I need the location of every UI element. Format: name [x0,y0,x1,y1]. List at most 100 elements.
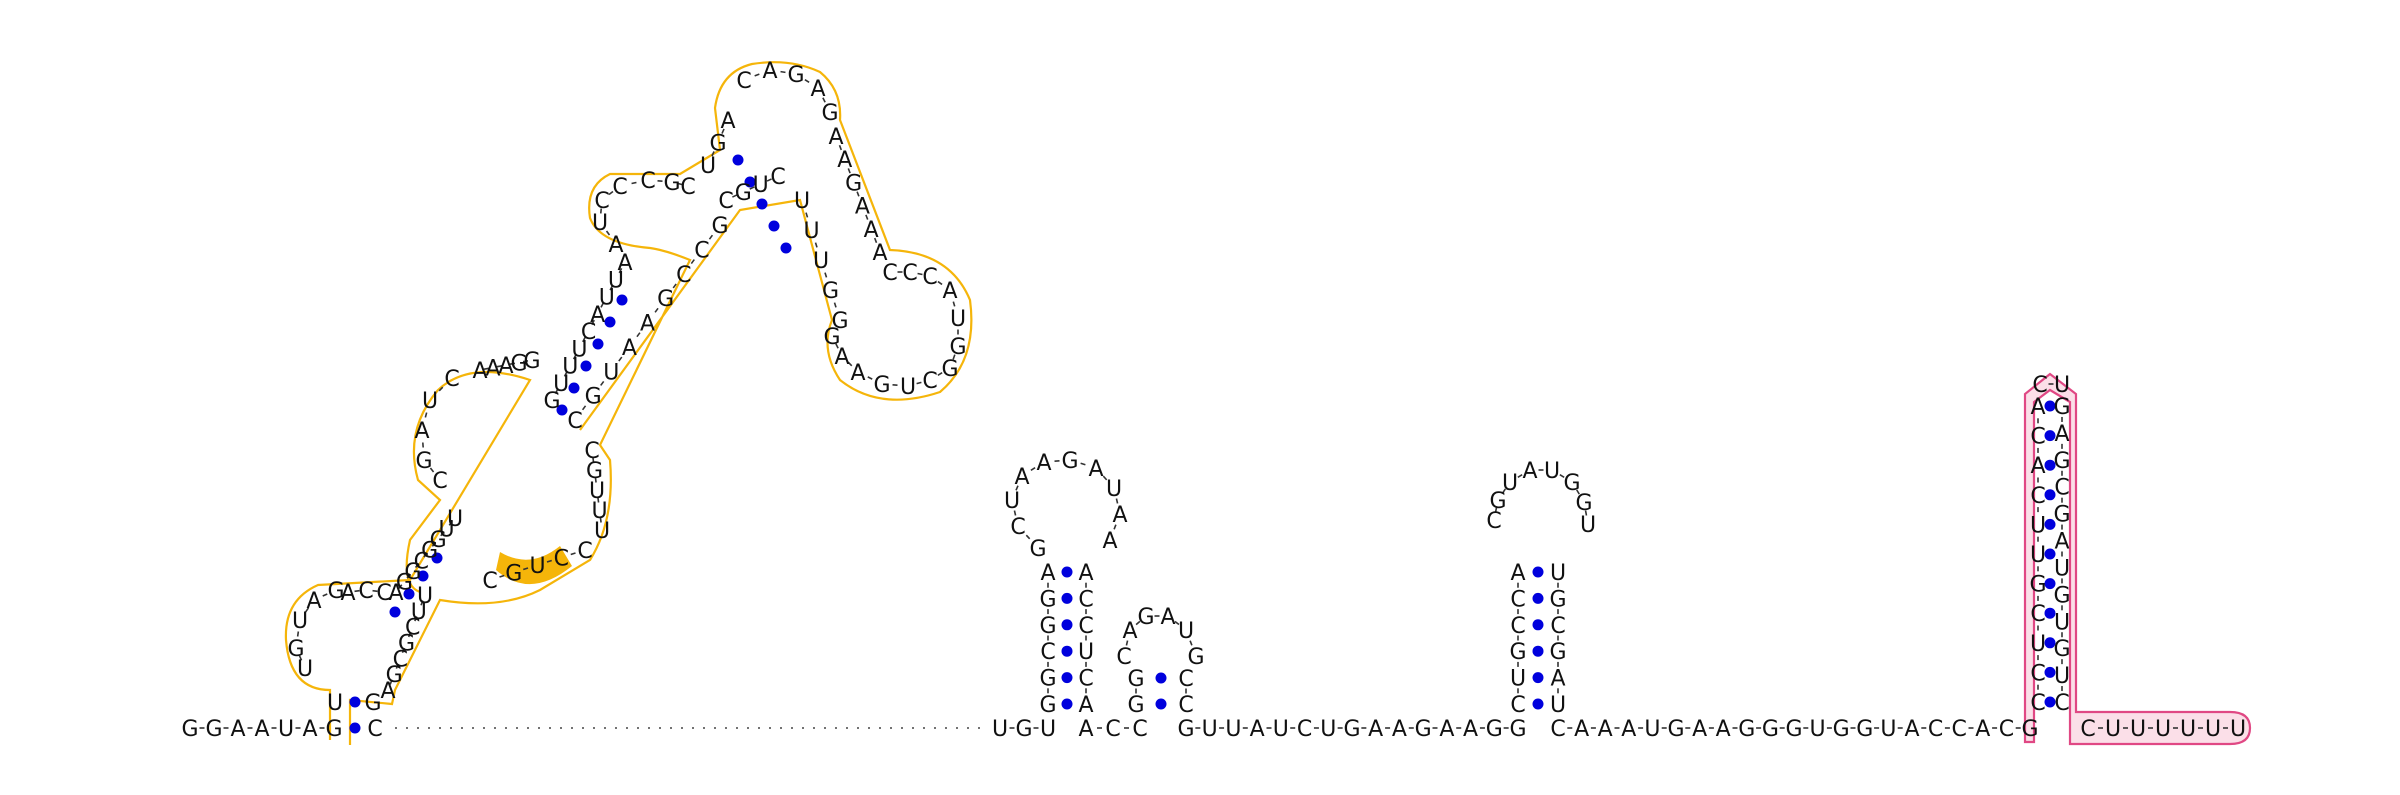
nucleotide-loop: G [415,449,432,474]
nucleotide-strand: U [1040,717,1056,742]
nucleotide-loop: A [834,345,849,370]
nucleotide-loop: C [577,539,592,564]
nucleotide-stem: U [813,249,829,274]
backbone-link [608,190,614,196]
nucleotide-hairpin1-loop: G [1061,449,1078,474]
nucleotide-5prime: A [302,717,317,742]
nucleotide-hairpin2-stem: G [1127,693,1144,718]
nucleotide-loop: U [591,499,607,524]
nucleotide-strand: G [1015,717,1032,742]
nucleotide-hairpin1-stem: C [1078,667,1093,692]
nucleotide-hairpin3-stem: C [1510,587,1525,612]
base-pair-dot [2044,430,2056,442]
backbone-link [917,272,923,276]
backbone-link [804,78,810,84]
backbone-link [838,144,843,151]
nucleotide-strand: A [1250,717,1265,742]
nucleotide-hairpin1-stem: U [1078,640,1094,665]
nucleotide-hairpin1-loop: G [1029,537,1046,562]
nucleotide-strand: C [1132,717,1147,742]
backbone-link [865,214,869,220]
backbone-link [509,362,516,366]
nucleotide-loop: A [485,357,500,382]
nucleotide-terminator-loop: U [2054,373,2070,398]
backbone-link [395,663,399,669]
backbone-link [429,467,435,473]
nucleotide-strand: U [1320,717,1336,742]
nucleotide-strand: C [1550,717,1565,742]
backbone-link [563,371,568,377]
nucleotide-strand: G [1833,717,1850,742]
nucleotide-hairpin2-stem: G [1127,667,1144,692]
nucleotide-hairpin2-loop: A [1122,619,1137,644]
nucleotide-terminator-stem: C [2030,691,2045,716]
backbone-link [423,552,428,558]
nucleotide-hairpin2-loop: C [1116,645,1131,670]
nucleotide-strand: A [1904,717,1919,742]
backbone-link [847,168,851,174]
nucleotide-terminator-stem: U [2054,664,2070,689]
backbone-link [867,376,873,380]
nucleotide-loop: G [523,349,540,374]
nucleotide-stem: G [657,287,674,312]
nucleotide-stem: A [855,195,870,220]
backbone-link [618,356,623,362]
nucleotide-stem: U [571,337,587,362]
nucleotide-stem: U [794,189,810,214]
nucleotide-loop: C [902,261,917,286]
nucleotide-loop: C [922,265,937,290]
nucleotide-strand: G [1667,717,1684,742]
nucleotide-loop: C [680,175,695,200]
backbone-link [916,381,922,385]
helix1-domain-outline [284,61,973,745]
backbone-link [594,477,597,483]
nucleotide-stem: U [439,518,455,543]
nucleotide-loop: C [612,175,627,200]
nucleotide-stem: G [709,132,726,157]
nucleotide-stem: G [822,279,839,304]
nucleotide-loop: U [950,307,966,332]
nucleotide-hairpin1-loop: A [1014,465,1029,490]
nucleotide-loop: G [823,325,840,350]
nucleotide-hairpin1-loop: U [1106,477,1122,502]
nucleotide-helix1: C [367,717,382,742]
backbone-link [304,607,310,613]
nucleotide-strand: A [1692,717,1707,742]
base-pair-dot [2044,548,2056,560]
nucleotide-terminator-stem: U [2030,543,2046,568]
backbone-link [1080,462,1086,466]
nucleotide-loop: A [414,419,429,444]
nucleotide-stem: C [676,263,691,288]
nucleotide-hairpin1-stem: C [1078,614,1093,639]
nucleotide-terminator-stem: A [2054,530,2069,555]
nucleotide-5prime: G [325,717,342,742]
nucleotide-stem: G [386,663,403,688]
nucleotide-stem: U [608,268,624,293]
nucleotide-loop: G [821,101,838,126]
nucleotide-hairpin3-loop: G [1563,471,1580,496]
nucleotide-5prime: U [278,717,294,742]
nucleotide-hairpin3-stem: C [1510,693,1525,718]
nucleotide-hairpin1-loop: A [1088,457,1103,482]
nucleotide-terminator-stem: C [2030,484,2045,509]
backbone-link [690,259,695,265]
nucleotide-hairpin1-stem: G [1039,667,1056,692]
nucleotide-loop: C [376,581,391,606]
nucleotide-5prime: G [205,717,222,742]
backbone-link [1584,510,1588,516]
nucleotide-stem: G [585,385,602,410]
nucleotide-loop: C [444,367,459,392]
nucleotide-loop: U [592,211,608,236]
backbone-link [780,70,786,74]
backbone-link [1501,488,1507,494]
nucleotide-5prime: A [230,717,245,742]
backbone-link [354,589,360,593]
nucleotide-terminator-loop: C [2032,373,2047,398]
nucleotide-loop: A [472,359,487,384]
nucleotide-hairpin1-stem: G [1039,693,1056,718]
backbone-link [1189,640,1193,646]
nucleotide-stem: U [447,507,463,532]
nucleotide-terminator-stem: A [2054,422,2069,447]
backbone-link [754,73,760,77]
base-pair-dot [1155,672,1167,684]
